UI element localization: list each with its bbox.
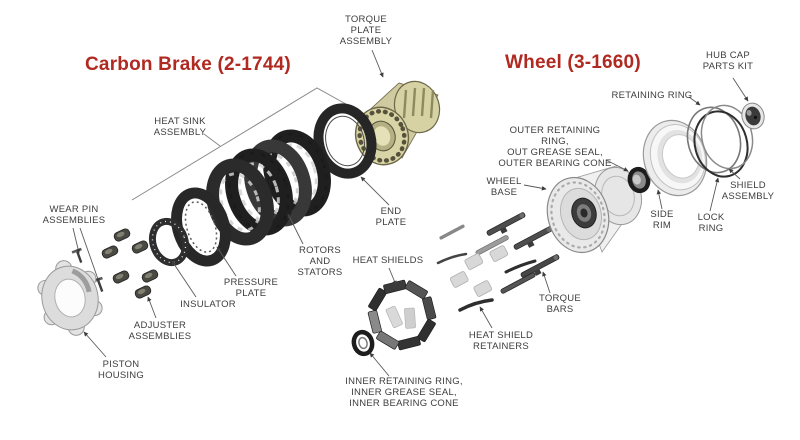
leader-torque-bars: [542, 271, 551, 294]
label-heat-shield-retainers: HEAT SHIELD RETAINERS: [468, 330, 534, 352]
label-insulator: INSULATOR: [180, 299, 236, 310]
leader-inner-bearing-group: [369, 352, 390, 377]
torque-bars-art: [439, 212, 560, 294]
insulator-art: [148, 217, 190, 267]
heat-shields-art: [367, 279, 437, 351]
label-shield-assembly: SHIELD ASSEMBLY: [721, 180, 775, 202]
leader-end-plate: [360, 176, 390, 206]
label-outer-bearing-group: OUTER RETAINING RING, OUT GREASE SEAL, O…: [498, 125, 612, 169]
label-torque-plate-assembly: TORQUE PLATE ASSEMBLY: [339, 14, 393, 47]
label-wheel-base: WHEEL BASE: [486, 176, 522, 198]
leader-heat-shields: [388, 267, 397, 286]
leader-heat-shield-retainers: [479, 306, 493, 329]
label-retaining-ring: RETAINING RING: [611, 90, 693, 101]
label-torque-bars: TORQUE BARS: [539, 293, 581, 315]
hub-cap-art: [741, 102, 765, 130]
inner-bearing-group-art: [351, 329, 375, 357]
retaining-lock-shield-rings-art: [686, 104, 754, 178]
label-heat-sink-assembly: HEAT SINK ASSEMBLY: [153, 116, 207, 138]
leader-wear-pin-2: [79, 227, 100, 283]
leader-hub-cap-parts-kit: [732, 77, 749, 102]
side-rim-art: [642, 119, 708, 197]
label-hub-cap-parts-kit: HUB CAP PARTS KIT: [702, 50, 754, 72]
leader-adjuster-assemblies: [147, 296, 157, 319]
heat-sink-assembly-bracket: [131, 87, 354, 201]
label-end-plate: END PLATE: [375, 206, 407, 228]
label-piston-housing: PISTON HOUSING: [97, 359, 145, 381]
carbon-brake-title: Carbon Brake (2-1744): [85, 54, 291, 75]
label-adjuster-assemblies: ADJUSTER ASSEMBLIES: [128, 320, 192, 342]
leader-wear-pin-1: [72, 227, 81, 254]
leader-rotors-and-stators: [287, 213, 304, 245]
pressure-plate-art: [171, 187, 231, 267]
label-pressure-plate: PRESSURE PLATE: [223, 277, 279, 299]
leader-piston-housing: [83, 331, 107, 358]
leader-insulator: [171, 260, 197, 298]
leader-lock-ring: [709, 177, 720, 212]
label-inner-bearing-group: INNER RETAINING RING, INNER GREASE SEAL,…: [345, 376, 463, 409]
heat-shield-retainers-art: [436, 245, 537, 312]
leader-torque-plate-assembly: [371, 49, 384, 78]
piston-housing-art: [37, 260, 103, 336]
leader-retaining-ring: [688, 96, 701, 106]
leader-side-rim: [656, 189, 663, 210]
adjuster-assemblies-art: [101, 228, 159, 299]
leader-shield-assembly: [728, 168, 741, 180]
label-wear-pin-assemblies: WEAR PIN ASSEMBLIES: [42, 204, 106, 226]
leader-pressure-plate: [216, 246, 237, 277]
label-side-rim: SIDE RIM: [650, 209, 674, 231]
label-heat-shields: HEAT SHIELDS: [352, 255, 424, 266]
leader-wheel-base: [523, 184, 547, 191]
label-rotors-and-stators: ROTORS AND STATORS: [297, 245, 343, 278]
leader-outer-bearing-group: [605, 159, 629, 172]
label-lock-ring: LOCK RING: [697, 212, 725, 234]
outer-bearing-group-art: [627, 166, 651, 194]
wheel-title: Wheel (3-1660): [505, 52, 641, 73]
